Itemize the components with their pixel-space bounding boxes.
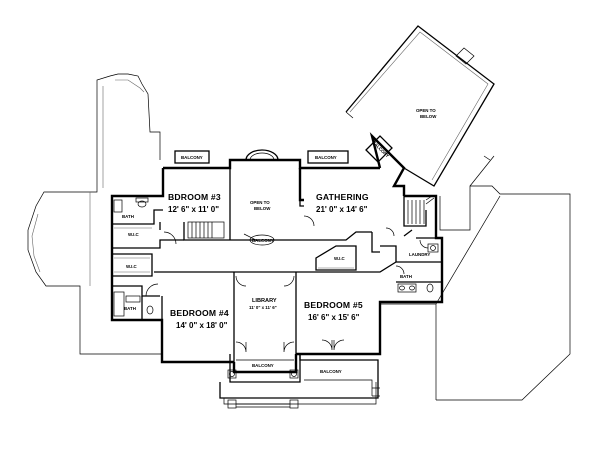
balcony-bed5-label: BALCONY [320,369,342,374]
center-stairs [187,221,286,246]
wic2-label: W.I.C [126,264,138,269]
bedroom5-name: BEDROOM #5 [304,300,363,310]
bath1-label: BATH [122,214,134,219]
small-labels: BALCONY BALCONY BALCONY BALCONY BALCONY … [122,140,430,374]
room-labels: BDROOM #3 12' 6" x 11' 0" GATHERING 21' … [168,108,437,330]
bedroom4-dims: 14' 0" x 18' 0" [176,321,228,330]
bath2-label: BATH [124,306,136,311]
open-below-top-line1: OPEN TO [416,108,436,113]
fixtures [113,197,439,317]
balcony-gathering-label: BALCONY [315,155,337,160]
balcony-bed3-label: BALCONY [181,155,203,160]
doors [145,215,429,353]
laundry-label: LAUNDRY [409,252,430,257]
balcony-rail-label: BALCONY [252,238,274,243]
open-below-center-line2: BELOW [254,206,271,211]
bath3-label: BATH [400,274,412,279]
open-below-top-line2: BELOW [420,114,437,119]
open-below-center-line1: OPEN TO [250,200,270,205]
library-name: LIBRARY [252,298,277,304]
balcony-library-label: BALCONY [252,363,274,368]
bedroom3-name: BDROOM #3 [168,192,221,202]
wic1-label: W.I.C [128,232,140,237]
balconies [174,135,393,409]
bedroom3-dims: 12' 6" x 11' 0" [168,205,219,214]
gathering-name: GATHERING [316,192,369,202]
lower-level-outline [27,73,571,401]
wic3-label: W.I.C [334,256,346,261]
library-dims: 11' 0" x 11' 6" [249,305,277,310]
bedroom5-dims: 16' 6" x 15' 6" [308,313,360,322]
exterior-walls [110,132,444,374]
bedroom4-name: BEDROOM #4 [170,308,229,318]
open-to-below-angled [345,25,495,187]
gathering-dims: 21' 0" x 14' 6" [316,205,368,214]
